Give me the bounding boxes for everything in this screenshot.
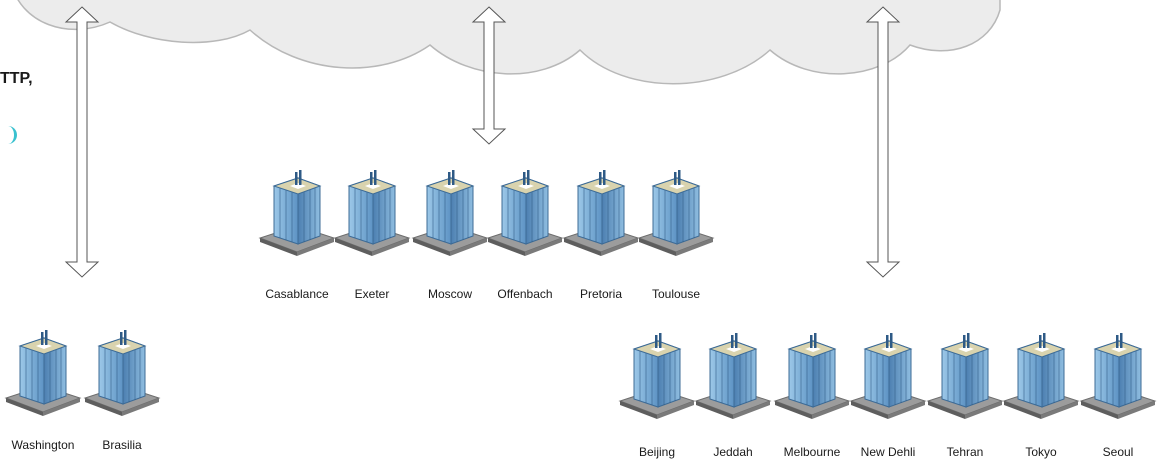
- site-label-brasilia: Brasilia: [102, 438, 142, 452]
- building-icon-offenbach: [486, 170, 564, 262]
- building-icon-brasilia: [83, 330, 161, 422]
- site-label-toulouse: Toulouse: [651, 287, 701, 301]
- site-label-tehran: Tehran: [946, 445, 984, 459]
- connector-arrows: [64, 6, 901, 278]
- building-icon-washington: [4, 330, 82, 422]
- cloud-accent-mark: [0, 126, 17, 144]
- building-icon-jeddah: [694, 333, 772, 425]
- double-arrow-americas: [64, 6, 100, 278]
- site-label-beijing: Beijing: [638, 445, 676, 459]
- building-icon-seoul: [1079, 333, 1157, 425]
- building-icon-moscow: [411, 170, 489, 262]
- site-label-pretoria: Pretoria: [579, 287, 623, 301]
- building-icon-new-dehli: [849, 333, 927, 425]
- building-icon-casablance: [258, 170, 336, 262]
- site-label-washington: Washington: [11, 438, 75, 452]
- site-label-casablance: Casablance: [265, 287, 329, 301]
- site-label-seoul: Seoul: [1102, 445, 1134, 459]
- cloud: [17, 0, 1001, 85]
- building-icon-tehran: [926, 333, 1004, 425]
- site-label-tokyo: Tokyo: [1025, 445, 1057, 459]
- building-icon-exeter: [333, 170, 411, 262]
- building-icon-toulouse: [637, 170, 715, 262]
- site-label-melbourne: Melbourne: [783, 445, 841, 459]
- site-label-moscow: Moscow: [427, 287, 473, 301]
- site-label-exeter: Exeter: [354, 287, 390, 301]
- site-label-new-dehli: New Dehli: [860, 445, 916, 459]
- building-icon-tokyo: [1002, 333, 1080, 425]
- cloud-protocol-label: TTP,: [0, 70, 33, 87]
- building-icon-melbourne: [773, 333, 851, 425]
- double-arrow-europe-africa: [471, 6, 507, 145]
- double-arrow-asia-pacific: [865, 6, 901, 278]
- building-icon-beijing: [618, 333, 696, 425]
- building-icon-pretoria: [562, 170, 640, 262]
- site-label-jeddah: Jeddah: [713, 445, 753, 459]
- site-label-offenbach: Offenbach: [497, 287, 553, 301]
